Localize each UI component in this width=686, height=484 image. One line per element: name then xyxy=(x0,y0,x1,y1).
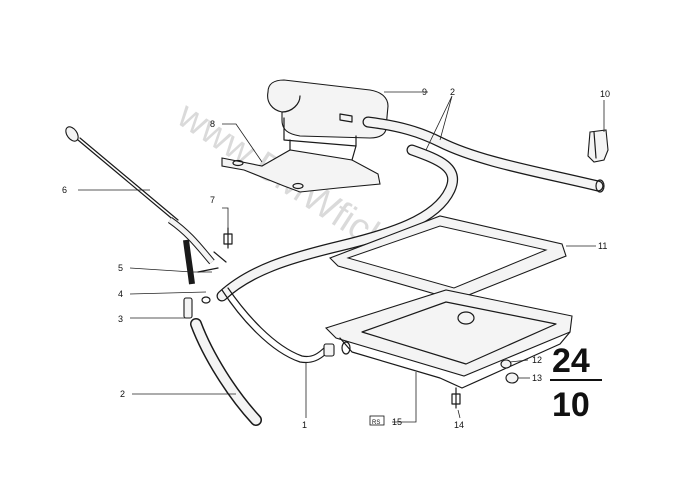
callout-15-box: RS xyxy=(372,420,380,426)
callout-9: 9 xyxy=(422,87,427,97)
part-9-reservoir xyxy=(267,79,389,147)
callout-5: 5 xyxy=(118,263,123,273)
part-11-gasket xyxy=(329,215,567,301)
callout-12: 12 xyxy=(532,355,542,365)
callout-4: 4 xyxy=(118,289,123,299)
leader-lines xyxy=(78,91,605,423)
callout-labels: 1 2 3 4 5 6 7 8 9 2 10 11 12 13 14 RS 15 xyxy=(62,87,610,430)
part-12-plug xyxy=(500,359,512,369)
callout-14: 14 xyxy=(454,420,464,430)
callout-6: 6 xyxy=(62,185,67,195)
callout-15: 15 xyxy=(392,417,402,427)
part-2-upper-hose xyxy=(216,116,605,302)
callout-2-lower: 2 xyxy=(120,389,125,399)
part-10-clip xyxy=(587,129,609,163)
group-number-top: 24 xyxy=(552,342,590,380)
callout-8: 8 xyxy=(210,119,215,129)
part-15-oil-pan xyxy=(324,289,573,389)
callout-7: 7 xyxy=(210,195,215,205)
part-14-screw xyxy=(451,387,461,409)
part-1-pipe xyxy=(221,287,335,364)
callout-2-upper: 2 xyxy=(450,87,455,97)
part-2-lower-hose xyxy=(190,318,262,426)
callout-11: 11 xyxy=(598,241,607,251)
part-13-washer xyxy=(505,372,519,384)
callout-10: 10 xyxy=(600,89,610,99)
part-6-dipstick xyxy=(65,126,179,223)
dipstick-guide-tube xyxy=(167,217,227,304)
callout-1: 1 xyxy=(302,420,307,430)
callout-3: 3 xyxy=(118,314,123,324)
part-7-bolt xyxy=(223,227,233,249)
part-8-bracket xyxy=(221,139,381,193)
part-3-grommet xyxy=(183,297,193,319)
callout-13: 13 xyxy=(532,373,542,383)
group-number: 24 10 xyxy=(550,342,602,424)
group-number-bottom: 10 xyxy=(552,386,590,424)
